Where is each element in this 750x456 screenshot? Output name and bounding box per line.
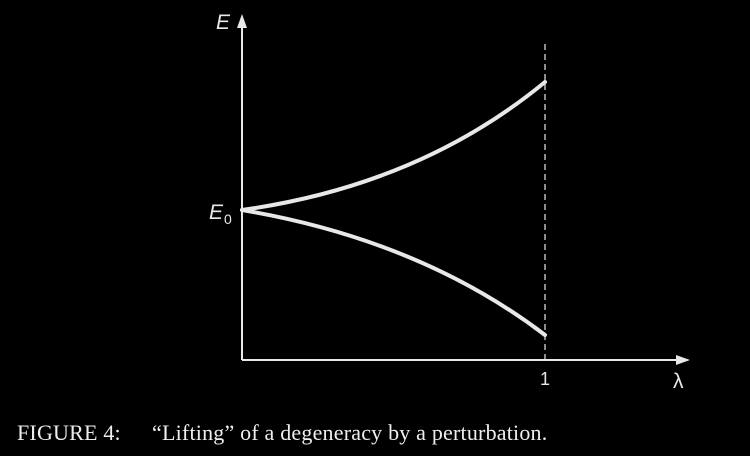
figure-caption: FIGURE 4: “Lifting” of a degeneracy by a … [17,420,547,446]
degeneracy-diagram: E E0 1 λ [209,11,690,393]
figure-number: FIGURE 4: [17,420,121,445]
e0-label-main: E [209,201,224,224]
lower-energy-curve [240,208,547,337]
e0-label: E0 [209,201,232,227]
x-axis-arrow-icon [676,355,690,365]
x-tick-label-one: 1 [540,369,550,389]
caption-text: “Lifting” of a degeneracy by a perturbat… [152,420,548,445]
y-axis-arrow-icon [237,14,247,28]
x-axis-label: λ [673,370,684,393]
upper-energy-curve [240,80,547,212]
y-axis-label: E [216,11,231,34]
e0-label-subscript: 0 [224,211,232,227]
